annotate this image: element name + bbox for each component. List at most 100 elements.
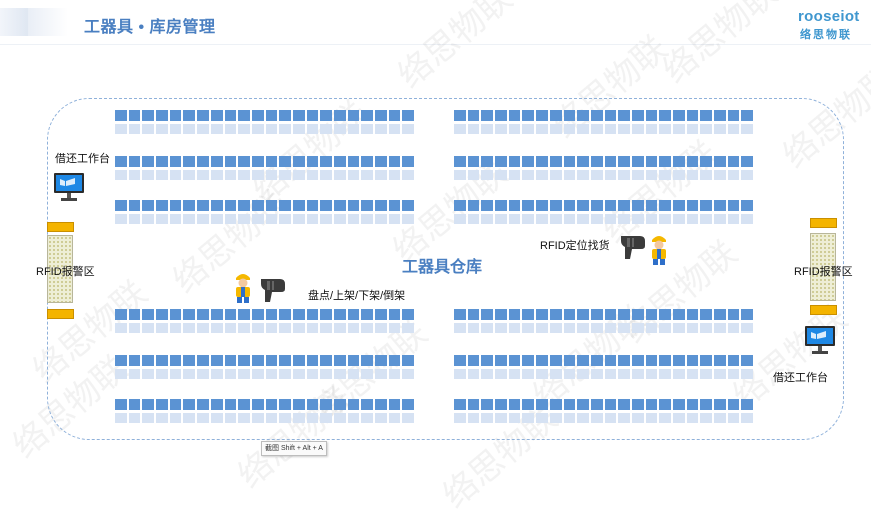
shelf-slot — [700, 110, 713, 121]
shelf-slot — [741, 110, 754, 121]
shelf-slot — [700, 124, 713, 134]
shelf-slot — [142, 413, 155, 423]
shelf-slot — [142, 200, 155, 211]
shelf-slot — [238, 413, 250, 423]
shelf-slot — [210, 156, 223, 167]
shelf-slot — [183, 355, 196, 366]
shelf-slot — [467, 309, 480, 320]
shelf-slot — [577, 413, 589, 423]
shelf-slot — [686, 309, 699, 320]
shelf-slot — [454, 355, 466, 366]
shelf-slot — [361, 156, 374, 167]
shelf-slot — [727, 214, 740, 224]
shelf-slot — [590, 124, 603, 134]
shelf-slot — [347, 355, 360, 366]
shelf-slot — [320, 399, 332, 410]
shelf-slot — [128, 110, 141, 121]
shelf-top-line — [454, 309, 754, 320]
shelf-slot — [631, 355, 644, 366]
shelf-slot — [238, 214, 250, 224]
shelf-slot — [334, 200, 346, 211]
shelf-slot — [563, 214, 576, 224]
shelf-slot — [306, 369, 319, 379]
shelf-slot — [361, 170, 374, 180]
shelf-slot — [265, 413, 278, 423]
shelf-slot — [495, 369, 507, 379]
shelf-slot — [481, 124, 494, 134]
shelf-slot — [224, 399, 237, 410]
rfid-scanner-icon — [258, 276, 288, 309]
shelf-slot — [292, 323, 305, 333]
shelf-slot — [590, 214, 603, 224]
shelf-slot — [224, 156, 237, 167]
shelf-slot — [334, 323, 346, 333]
shelf-slot — [563, 413, 576, 423]
shelf-slot — [577, 110, 589, 121]
shelf-slot — [375, 323, 387, 333]
shelf-slot — [279, 170, 291, 180]
shelf-slot — [265, 214, 278, 224]
shelf-slot — [604, 124, 617, 134]
shelf-slot — [347, 413, 360, 423]
shelf-slot — [508, 200, 521, 211]
shelf-slot — [467, 355, 480, 366]
shelf-slot — [388, 170, 401, 180]
shelf-slot — [549, 309, 562, 320]
shelf-slot — [156, 309, 168, 320]
shelf-slot — [536, 309, 548, 320]
shelf-slot — [618, 323, 630, 333]
page-title: 工器具 • 库房管理 — [84, 19, 216, 36]
shelf-slot — [361, 110, 374, 121]
workstation-left-label: 借还工作台 — [55, 153, 110, 165]
shelf-slot — [169, 110, 182, 121]
shelf-slot — [522, 156, 535, 167]
shelf-slot — [673, 110, 685, 121]
shelf-slot — [183, 413, 196, 423]
shelf-slot — [590, 156, 603, 167]
shelf-slot — [467, 369, 480, 379]
shelf-slot — [604, 214, 617, 224]
shelf-slot — [402, 110, 415, 121]
shelf-slot — [142, 399, 155, 410]
shelf-slot — [659, 399, 671, 410]
shelf-slot — [618, 156, 630, 167]
shelf-slot — [265, 323, 278, 333]
shelf-slot — [361, 214, 374, 224]
shelf-top-line — [115, 156, 415, 167]
shelf-slot — [169, 309, 182, 320]
shelf-slot — [454, 200, 466, 211]
shelf-slot — [334, 214, 346, 224]
shelf-slot — [454, 369, 466, 379]
shelf-row — [454, 309, 754, 333]
shelf-slot — [183, 323, 196, 333]
shelf-slot — [508, 124, 521, 134]
shelf-slot — [197, 323, 209, 333]
shelf-slot — [645, 214, 658, 224]
shelf-slot — [590, 200, 603, 211]
shelf-slot — [279, 200, 291, 211]
shelf-slot — [306, 323, 319, 333]
shelf-slot — [481, 156, 494, 167]
shelf-slot — [467, 156, 480, 167]
shelf-slot — [292, 309, 305, 320]
shelf-slot — [347, 309, 360, 320]
shelf-slot — [210, 309, 223, 320]
shelf-slot — [522, 399, 535, 410]
shelf-slot — [306, 110, 319, 121]
shelf-slot — [686, 399, 699, 410]
shelf-slot — [142, 369, 155, 379]
shelf-slot — [467, 110, 480, 121]
shelf-slot — [645, 309, 658, 320]
shelf-slot — [265, 355, 278, 366]
shelf-slot — [128, 413, 141, 423]
shelf-slot — [169, 369, 182, 379]
shelf-slot — [714, 200, 726, 211]
shelf-slot — [210, 110, 223, 121]
shelf-slot — [251, 323, 264, 333]
shelf-slot — [210, 200, 223, 211]
shelf-slot — [700, 369, 713, 379]
shelf-slot — [279, 399, 291, 410]
shelf-slot — [197, 156, 209, 167]
shelf-slot — [549, 323, 562, 333]
shelf-slot — [481, 355, 494, 366]
